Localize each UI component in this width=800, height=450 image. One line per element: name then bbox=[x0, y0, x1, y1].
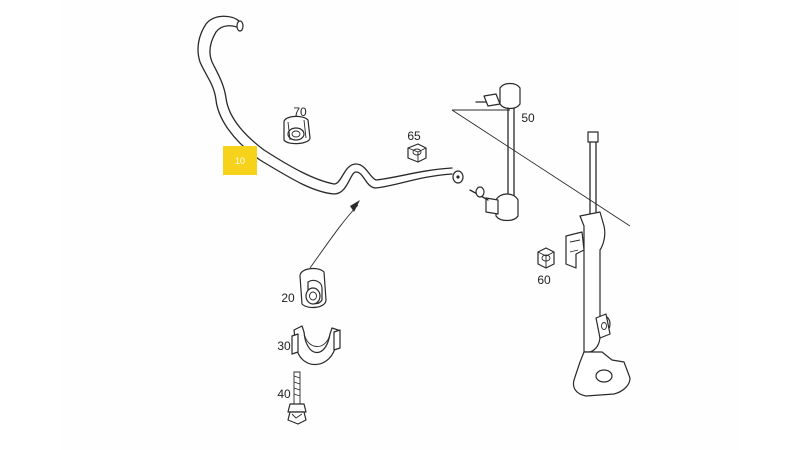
bolt[interactable] bbox=[287, 371, 307, 425]
strut-assembly[interactable] bbox=[565, 131, 631, 397]
reference-lines bbox=[451, 109, 631, 227]
bolt-label: 40 bbox=[277, 387, 291, 401]
bushing-upper[interactable] bbox=[283, 115, 311, 145]
stabilizer-link[interactable] bbox=[469, 82, 521, 222]
bracket[interactable] bbox=[291, 325, 341, 366]
bushing[interactable] bbox=[299, 267, 327, 309]
sway-bar[interactable] bbox=[197, 15, 464, 195]
sway-bar-label: 10 bbox=[235, 156, 245, 166]
assembly-arrow bbox=[309, 200, 360, 269]
bushing-label: 20 bbox=[281, 291, 295, 305]
nut-link[interactable] bbox=[537, 247, 555, 269]
bushing-upper-label: 70 bbox=[293, 105, 307, 119]
nut-small-label: 65 bbox=[407, 129, 421, 143]
nut-link-label: 60 bbox=[537, 273, 551, 287]
sway-bar-highlight-badge[interactable]: 10 bbox=[223, 146, 257, 175]
bracket-label: 30 bbox=[277, 339, 291, 353]
nut-small[interactable] bbox=[407, 143, 427, 163]
link-label: 50 bbox=[521, 111, 535, 125]
